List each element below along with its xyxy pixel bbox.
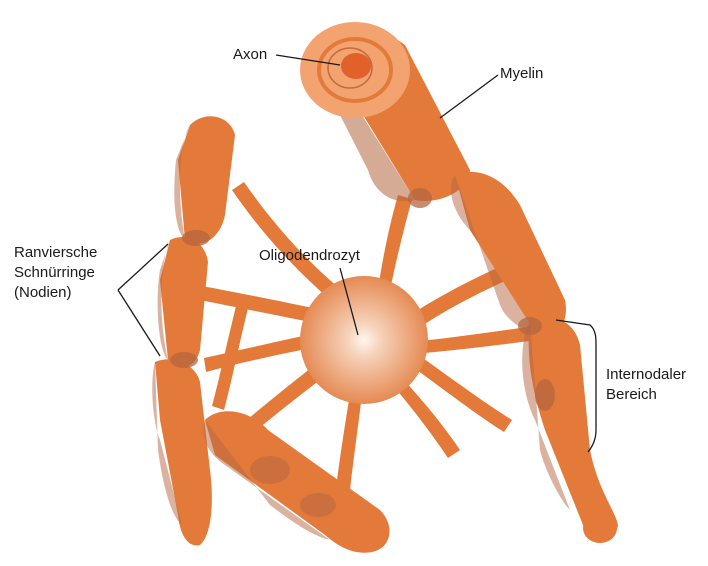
oligodendrocyte-label: Oligodendrozyt	[259, 246, 360, 265]
myelin-segment-top	[300, 22, 470, 201]
myelin-segment-left-middle	[158, 237, 208, 367]
myelin-label: Myelin	[500, 64, 543, 83]
node-leader-line-lower	[118, 290, 160, 356]
myelin-segment-right-upper	[451, 172, 566, 334]
myelin-leader-line	[440, 75, 498, 118]
myelin-segment-left-lower	[152, 359, 212, 545]
nodes-label-line1: Ranviersche	[14, 243, 97, 262]
internode-label-line2: Bereich	[606, 385, 657, 404]
myelin-segment-right-lower	[522, 317, 618, 543]
axon-core	[341, 53, 371, 79]
axon-label: Axon	[233, 45, 267, 64]
myelin-segment-left-upper	[174, 116, 235, 244]
nodes-label-line3: (Nodien)	[14, 283, 72, 302]
internode-label-line1: Internodaler	[606, 365, 686, 384]
oligodendrocyte-cell-body	[300, 276, 428, 404]
nodes-label-line2: Schnürringe	[14, 263, 95, 282]
myelin-segment-bottom	[204, 411, 390, 552]
